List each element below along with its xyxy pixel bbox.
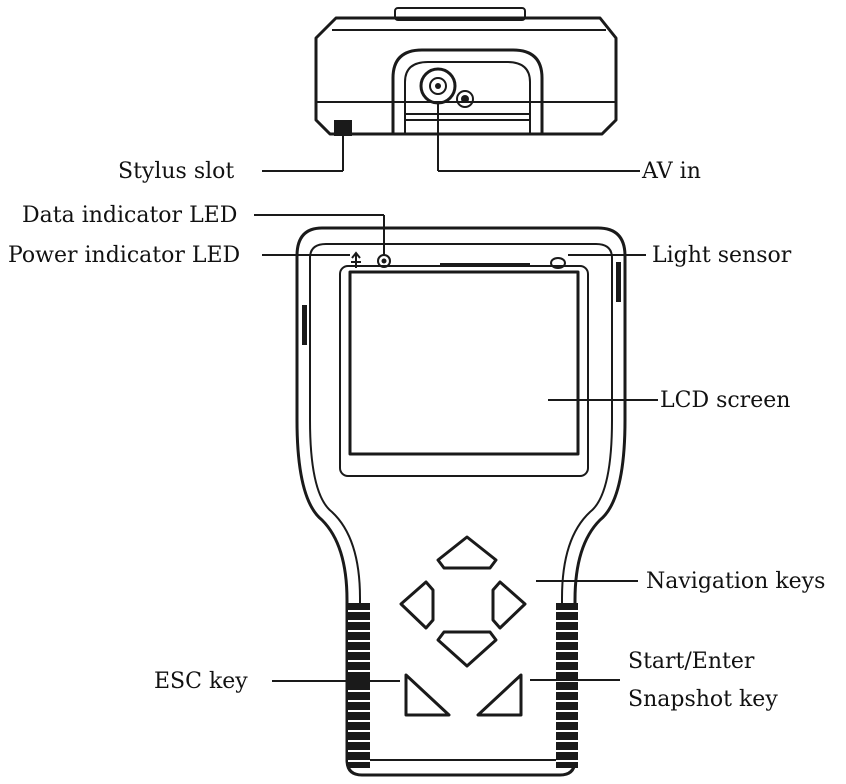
navigation-keys [399, 535, 527, 668]
leader-lines [254, 103, 658, 682]
nav-down-key[interactable] [436, 630, 498, 668]
label-lcd-screen: LCD screen [660, 388, 790, 413]
right-grip [556, 603, 578, 768]
nav-right-key[interactable] [491, 580, 527, 630]
left-grip [348, 603, 370, 768]
device-front-view [295, 226, 627, 777]
start-enter-snapshot-key[interactable] [476, 673, 523, 717]
lcd-screen [348, 270, 580, 456]
label-navigation-keys: Navigation keys [646, 569, 825, 594]
stylus-slot [334, 120, 352, 136]
label-stylus-slot: Stylus slot [118, 159, 234, 184]
esc-key[interactable] [404, 673, 451, 717]
label-light-sensor: Light sensor [652, 243, 792, 268]
labels: Stylus slot AV in Data indicator LED Pow… [8, 159, 825, 712]
nav-left-key[interactable] [399, 580, 435, 630]
light-sensor [550, 257, 566, 269]
label-data-indicator-led: Data indicator LED [22, 203, 237, 228]
label-esc-key: ESC key [154, 669, 248, 694]
label-av-in: AV in [641, 159, 701, 184]
label-snapshot-key: Snapshot key [628, 687, 778, 712]
lcd-bezel [339, 265, 589, 477]
label-start-enter: Start/Enter [628, 649, 755, 674]
device-top-view [314, 7, 618, 136]
label-power-indicator-led: Power indicator LED [8, 243, 240, 268]
nav-up-key[interactable] [436, 535, 498, 570]
